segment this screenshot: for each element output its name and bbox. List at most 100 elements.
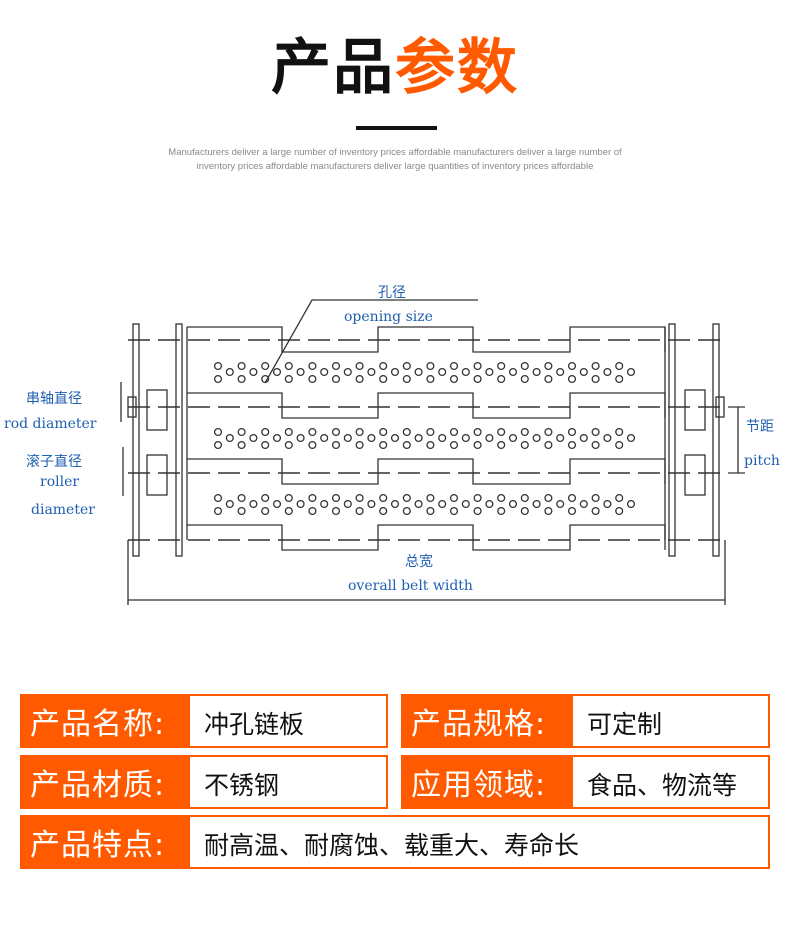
pitch-cn: 节距 — [746, 419, 774, 435]
hole — [438, 367, 447, 377]
overall-width-cn: 总宽 — [405, 553, 433, 570]
hole — [508, 499, 518, 509]
hole — [343, 433, 352, 443]
hole — [473, 506, 482, 516]
hole — [237, 361, 246, 371]
hole — [426, 506, 435, 516]
hole — [520, 440, 529, 450]
hole — [603, 433, 612, 443]
hole — [449, 440, 459, 450]
hole — [567, 440, 577, 450]
hole — [426, 427, 435, 437]
hole — [261, 440, 270, 450]
hole — [508, 433, 518, 443]
hole — [497, 427, 506, 437]
hole — [284, 506, 293, 516]
hole — [308, 427, 317, 437]
chain-side-plate — [132, 323, 140, 557]
hole — [532, 433, 541, 443]
hole — [331, 361, 341, 371]
overall-width-en: overall belt width — [348, 578, 473, 594]
hole — [402, 374, 411, 384]
hole — [438, 433, 447, 443]
hole — [426, 374, 435, 384]
hole — [520, 493, 529, 503]
hole — [615, 374, 624, 384]
hole — [379, 440, 388, 450]
hole — [603, 499, 612, 509]
hole — [261, 506, 270, 516]
spec-label-features: 产品特点: — [20, 815, 190, 869]
pitch-en: pitch — [744, 453, 780, 469]
hole — [461, 499, 470, 509]
hole — [414, 499, 423, 509]
hole — [249, 499, 258, 509]
hole — [213, 506, 223, 516]
hole — [320, 367, 329, 377]
hole — [567, 361, 577, 371]
title-orange: 参数 — [395, 33, 519, 103]
hole — [225, 367, 234, 377]
hole — [473, 493, 482, 503]
hole — [296, 499, 305, 509]
hole — [473, 440, 482, 450]
hole — [308, 506, 317, 516]
hole — [544, 440, 553, 450]
hole — [485, 433, 494, 443]
roller — [684, 454, 706, 496]
plate-edge — [187, 524, 666, 551]
hole — [402, 506, 411, 516]
hole — [237, 374, 246, 384]
spec-value-spec: 可定制 — [573, 694, 770, 748]
spec-value-name: 冲孔链板 — [190, 694, 388, 748]
hole — [296, 367, 305, 377]
hole — [615, 493, 624, 503]
hole — [567, 506, 577, 516]
hole — [402, 440, 411, 450]
hole — [449, 506, 459, 516]
hole — [213, 493, 223, 503]
hole — [237, 493, 246, 503]
hole — [379, 374, 388, 384]
roller — [146, 389, 168, 431]
hole — [390, 367, 400, 377]
hole — [331, 427, 341, 437]
hole — [567, 493, 577, 503]
hole — [473, 427, 482, 437]
spec-value-application: 食品、物流等 — [573, 755, 770, 809]
rod-diameter-en: rod diameter — [4, 416, 97, 432]
hole — [308, 374, 317, 384]
hole — [520, 361, 529, 371]
hole — [426, 361, 435, 371]
hole — [390, 499, 400, 509]
hole — [579, 499, 588, 509]
hole — [461, 433, 470, 443]
hole — [355, 506, 364, 516]
hole — [308, 493, 317, 503]
spec-value-material: 不锈钢 — [190, 755, 388, 809]
plate-edge — [187, 458, 666, 485]
hole — [213, 427, 223, 437]
hole — [579, 433, 588, 443]
hole — [567, 374, 577, 384]
page-title: 产品参数 — [0, 30, 790, 106]
hole — [331, 493, 341, 503]
chain-side-plate — [668, 323, 676, 557]
hole — [497, 361, 506, 371]
chain-side-plate — [712, 323, 720, 557]
hole — [331, 440, 341, 450]
hole — [544, 374, 553, 384]
hole — [626, 433, 636, 443]
hole — [261, 361, 270, 371]
hole — [449, 374, 459, 384]
rod-end — [715, 396, 725, 418]
hole — [591, 361, 600, 371]
hole — [497, 506, 506, 516]
diameter-en: diameter — [31, 502, 95, 518]
hole — [438, 499, 447, 509]
hole — [449, 493, 459, 503]
hole — [272, 433, 282, 443]
opening-size-en: opening size — [344, 309, 433, 325]
hole — [343, 499, 352, 509]
